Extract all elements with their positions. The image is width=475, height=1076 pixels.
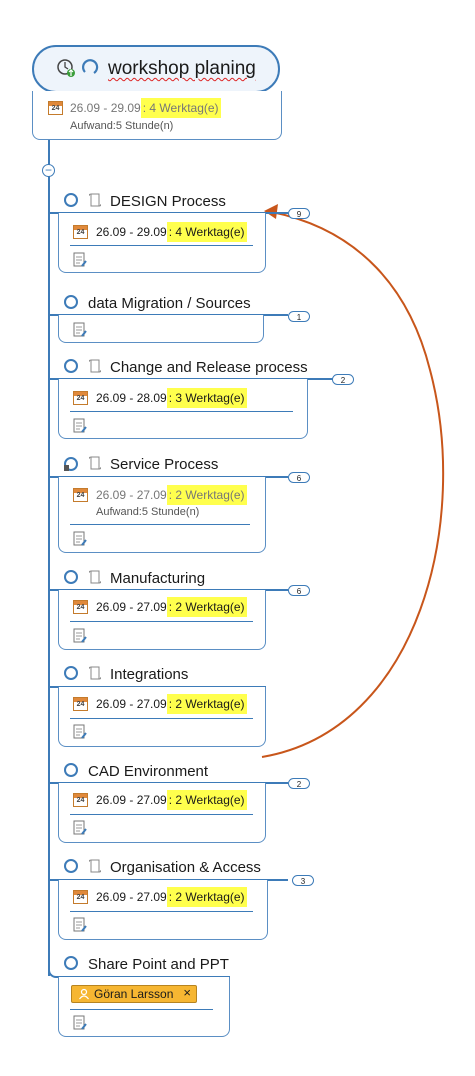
progress-ring-icon xyxy=(64,359,78,373)
child-count-badge[interactable]: 6 xyxy=(288,585,310,596)
progress-ring-icon xyxy=(64,956,78,970)
person-tag[interactable]: Göran Larsson × xyxy=(71,985,197,1003)
clock-arrow-icon xyxy=(57,59,75,77)
child-count-badge[interactable]: 1 xyxy=(288,311,310,322)
root-topic[interactable] xyxy=(32,45,280,93)
topic-date-range: 26.09 - 27.09: 2 Werktag(e) xyxy=(96,485,247,505)
note-icon[interactable] xyxy=(73,322,87,338)
topic-date-range: 26.09 - 28.09: 3 Werktag(e) xyxy=(96,388,247,408)
calendar-icon: 24 xyxy=(73,488,88,502)
calendar-icon: 24 xyxy=(73,600,88,614)
topic-date-range: 26.09 - 29.09: 4 Werktag(e) xyxy=(96,222,247,242)
topic-effort: Aufwand:5 Stunde(n) xyxy=(96,506,200,518)
divider xyxy=(70,621,253,622)
topic-date-range: 26.09 - 27.09: 2 Werktag(e) xyxy=(96,597,247,617)
topic-card xyxy=(58,315,264,343)
scroll-icon xyxy=(89,859,101,873)
divider xyxy=(70,411,293,412)
calendar-icon: 24 xyxy=(73,391,88,405)
note-icon[interactable] xyxy=(73,724,87,740)
scroll-icon xyxy=(89,359,101,373)
root-date-range: 26.09 - 29.09: 4 Werktag(e) xyxy=(70,98,221,118)
child-count-badge[interactable]: 6 xyxy=(288,472,310,483)
note-icon[interactable] xyxy=(73,252,87,268)
progress-ring-icon xyxy=(64,859,78,873)
progress-ring-icon xyxy=(64,295,78,309)
main-branch-line xyxy=(48,140,50,976)
divider xyxy=(70,814,253,815)
progress-ring-icon xyxy=(64,666,78,680)
topic-date-range: 26.09 - 27.09: 2 Werktag(e) xyxy=(96,694,247,714)
note-icon[interactable] xyxy=(73,628,87,644)
divider xyxy=(70,245,253,246)
branch-corner xyxy=(48,960,60,978)
progress-partial-icon xyxy=(64,457,78,471)
calendar-icon: 24 xyxy=(48,101,63,115)
topic-title[interactable]: Integrations xyxy=(110,666,189,683)
topic-title[interactable]: Organisation & Access xyxy=(110,859,261,876)
divider xyxy=(70,718,253,719)
progress-ring-icon xyxy=(64,193,78,207)
calendar-icon: 24 xyxy=(73,793,88,807)
note-icon[interactable] xyxy=(73,820,87,836)
child-count-badge[interactable]: 9 xyxy=(288,208,310,219)
calendar-icon: 24 xyxy=(73,890,88,904)
topic-card xyxy=(58,880,268,940)
progress-ring-icon xyxy=(64,570,78,584)
topic-title[interactable]: data Migration / Sources xyxy=(88,295,251,312)
topic-title[interactable]: DESIGN Process xyxy=(110,193,226,210)
root-effort: Aufwand:5 Stunde(n) xyxy=(70,120,174,132)
topic-title[interactable]: Service Process xyxy=(110,456,219,473)
divider xyxy=(70,911,253,912)
topic-title[interactable]: Change and Release process xyxy=(110,359,308,376)
topic-date-range: 26.09 - 27.09: 2 Werktag(e) xyxy=(96,887,247,907)
topic-title[interactable]: Share Point and PPT xyxy=(88,956,229,973)
note-icon[interactable] xyxy=(73,1015,87,1031)
child-count-badge[interactable]: 3 xyxy=(292,875,314,886)
note-icon[interactable] xyxy=(73,418,87,434)
close-icon[interactable]: × xyxy=(183,985,191,1000)
divider xyxy=(70,524,250,525)
scroll-icon xyxy=(89,570,101,584)
refresh-icon xyxy=(82,59,99,74)
scroll-icon xyxy=(89,456,101,470)
root-title: workshop planing xyxy=(108,58,256,79)
scroll-icon xyxy=(89,193,101,207)
note-icon[interactable] xyxy=(73,531,87,547)
collapse-toggle[interactable]: − xyxy=(42,164,55,177)
person-name: Göran Larsson xyxy=(94,987,174,1001)
scroll-icon xyxy=(89,666,101,680)
note-icon[interactable] xyxy=(73,917,87,933)
topic-title[interactable]: CAD Environment xyxy=(88,763,209,780)
topic-title[interactable]: Manufacturing xyxy=(110,570,206,587)
child-count-badge[interactable]: 2 xyxy=(288,778,310,789)
calendar-icon: 24 xyxy=(73,697,88,711)
person-icon xyxy=(79,988,89,1000)
calendar-icon: 24 xyxy=(73,225,88,239)
progress-ring-icon xyxy=(64,763,78,777)
divider xyxy=(70,1009,213,1010)
child-count-badge[interactable]: 2 xyxy=(332,374,354,385)
topic-date-range: 26.09 - 27.09: 2 Werktag(e) xyxy=(96,790,247,810)
